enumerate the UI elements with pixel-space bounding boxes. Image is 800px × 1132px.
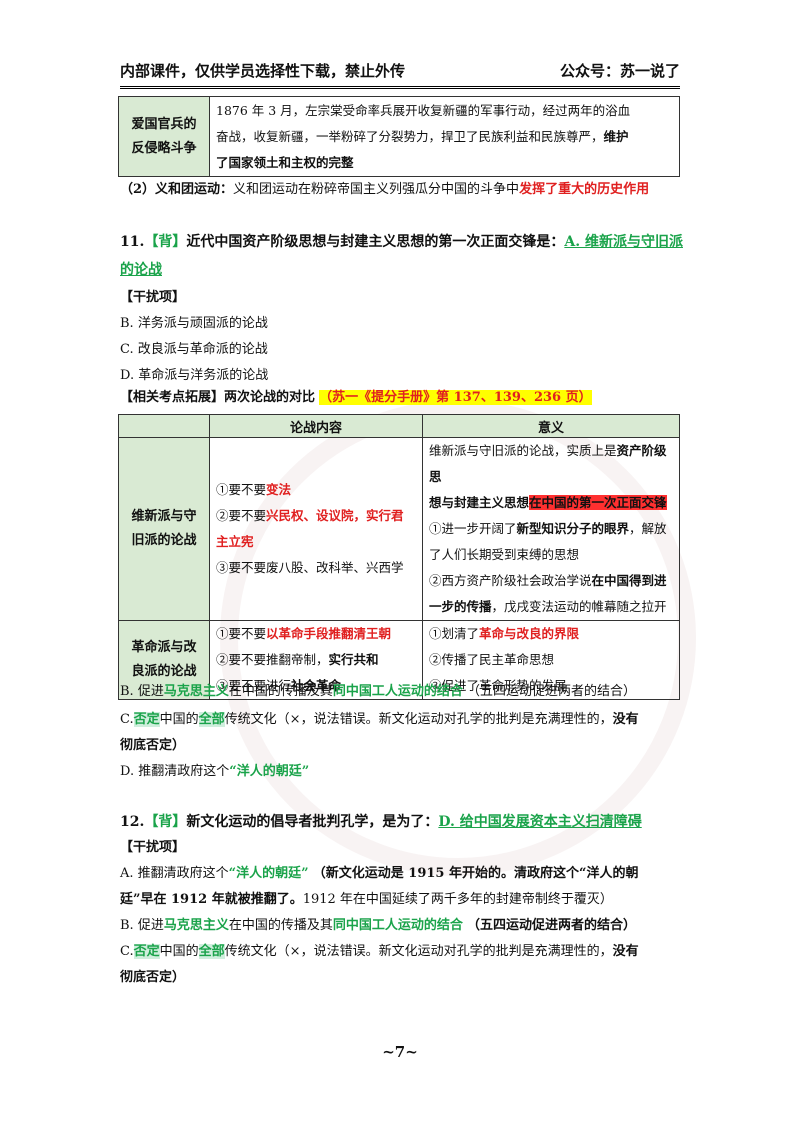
row2-label: 革命派与改良派的论战 (118, 620, 210, 700)
q12-distractor-title: 【干扰项】 (120, 840, 186, 855)
top-table-label: 爱国官兵的反侵略斗争 (118, 96, 210, 177)
top-table: 爱国官兵的反侵略斗争 1876 年 3 月，左宗棠受命率兵展开收复新疆的军事行动… (118, 96, 680, 177)
top-table-content: 1876 年 3 月，左宗棠受命率兵展开收复新疆的军事行动，经过两年的浴血 奋战… (209, 96, 680, 177)
q11-option-d: D. 革命派与洋务派的论战 (120, 368, 269, 383)
q11-option-b: B. 洋务派与顽固派的论战 (120, 316, 268, 331)
q11-after-d: D. 推翻清政府这个“洋人的朝廷” (120, 764, 310, 779)
page-number: ~7~ (382, 1043, 418, 1061)
q12-option-a-line2: 廷”早在 1912 年就被推翻了。1912 年在中国延续了两千多年的封建帝制终于… (120, 892, 613, 907)
q12-stem: 12.【背】新文化运动的倡导者批判孔学，是为了：D. 给中国发展资本主义扫清障碍 (120, 814, 642, 830)
q12-option-b: B. 促进马克思主义在中国的传播及其同中国工人运动的结合 （五四运动促进两者的结… (120, 918, 637, 933)
compare-header-content: 论战内容 (209, 414, 423, 438)
row1-label: 维新派与守旧派的论战 (118, 437, 210, 621)
row2-content: ①要不要以革命手段推翻清王朝 ②要不要推翻帝制，实行共和 ③要不要进行社会革命 (209, 620, 423, 700)
q11-option-c: C. 改良派与革命派的论战 (120, 342, 268, 357)
row1-meaning: 维新派与守旧派的论战，实质上是资产阶级思 想与封建主义思想在中国的第一次正面交锋… (422, 437, 680, 621)
q11-after-b: B. 促进马克思主义在中国的传播及其同中国工人运动的结合 （五四运动促进两者的结… (120, 684, 637, 699)
row2-meaning: ①划清了革命与改良的界限 ②传播了民主革命思想 ③促进了革命形势的发展 (422, 620, 680, 700)
header-right: 公众号：苏一说了 (559, 62, 680, 80)
q11-distractor-title: 【干扰项】 (120, 290, 186, 305)
compare-header-meaning: 意义 (422, 414, 680, 438)
compare-table: 论战内容 意义 维新派与守旧派的论战 ①要不要变法 ②要不要兴民权、设议院，实行… (118, 414, 680, 700)
q11-extension: 【相关考点拓展】两次论战的对比 （苏一《提分手册》第 137、139、236 页… (120, 390, 592, 405)
q11-after-c: C.否定中国的全部传统文化（×，说法错误。新文化运动对孔学的批判是充满理性的，没… (120, 712, 639, 727)
page-header: 内部课件，仅供学员选择性下载，禁止外传 公众号：苏一说了 (120, 56, 680, 89)
row1-content: ①要不要变法 ②要不要兴民权、设议院，实行君 主立宪 ③要不要废八股、改科举、兴… (209, 437, 423, 621)
q12-option-c-line2: 彻底否定） (120, 970, 186, 985)
header-left: 内部课件，仅供学员选择性下载，禁止外传 (120, 62, 406, 80)
q12-option-c: C.否定中国的全部传统文化（×，说法错误。新文化运动对孔学的批判是充满理性的，没… (120, 944, 639, 959)
boxer-line: （2）义和团运动：义和团运动在粉碎帝国主义列强瓜分中国的斗争中发挥了重大的历史作… (120, 182, 650, 197)
q11-stem: 11.【背】近代中国资产阶级思想与封建主义思想的第一次正面交锋是：A. 维新派与… (120, 234, 683, 278)
q12-option-a: A. 推翻清政府这个“洋人的朝廷” （新文化运动是 1915 年开始的。清政府这… (120, 866, 639, 881)
compare-header-blank (118, 414, 210, 438)
q11-after-c-line2: 彻底否定） (120, 738, 186, 753)
